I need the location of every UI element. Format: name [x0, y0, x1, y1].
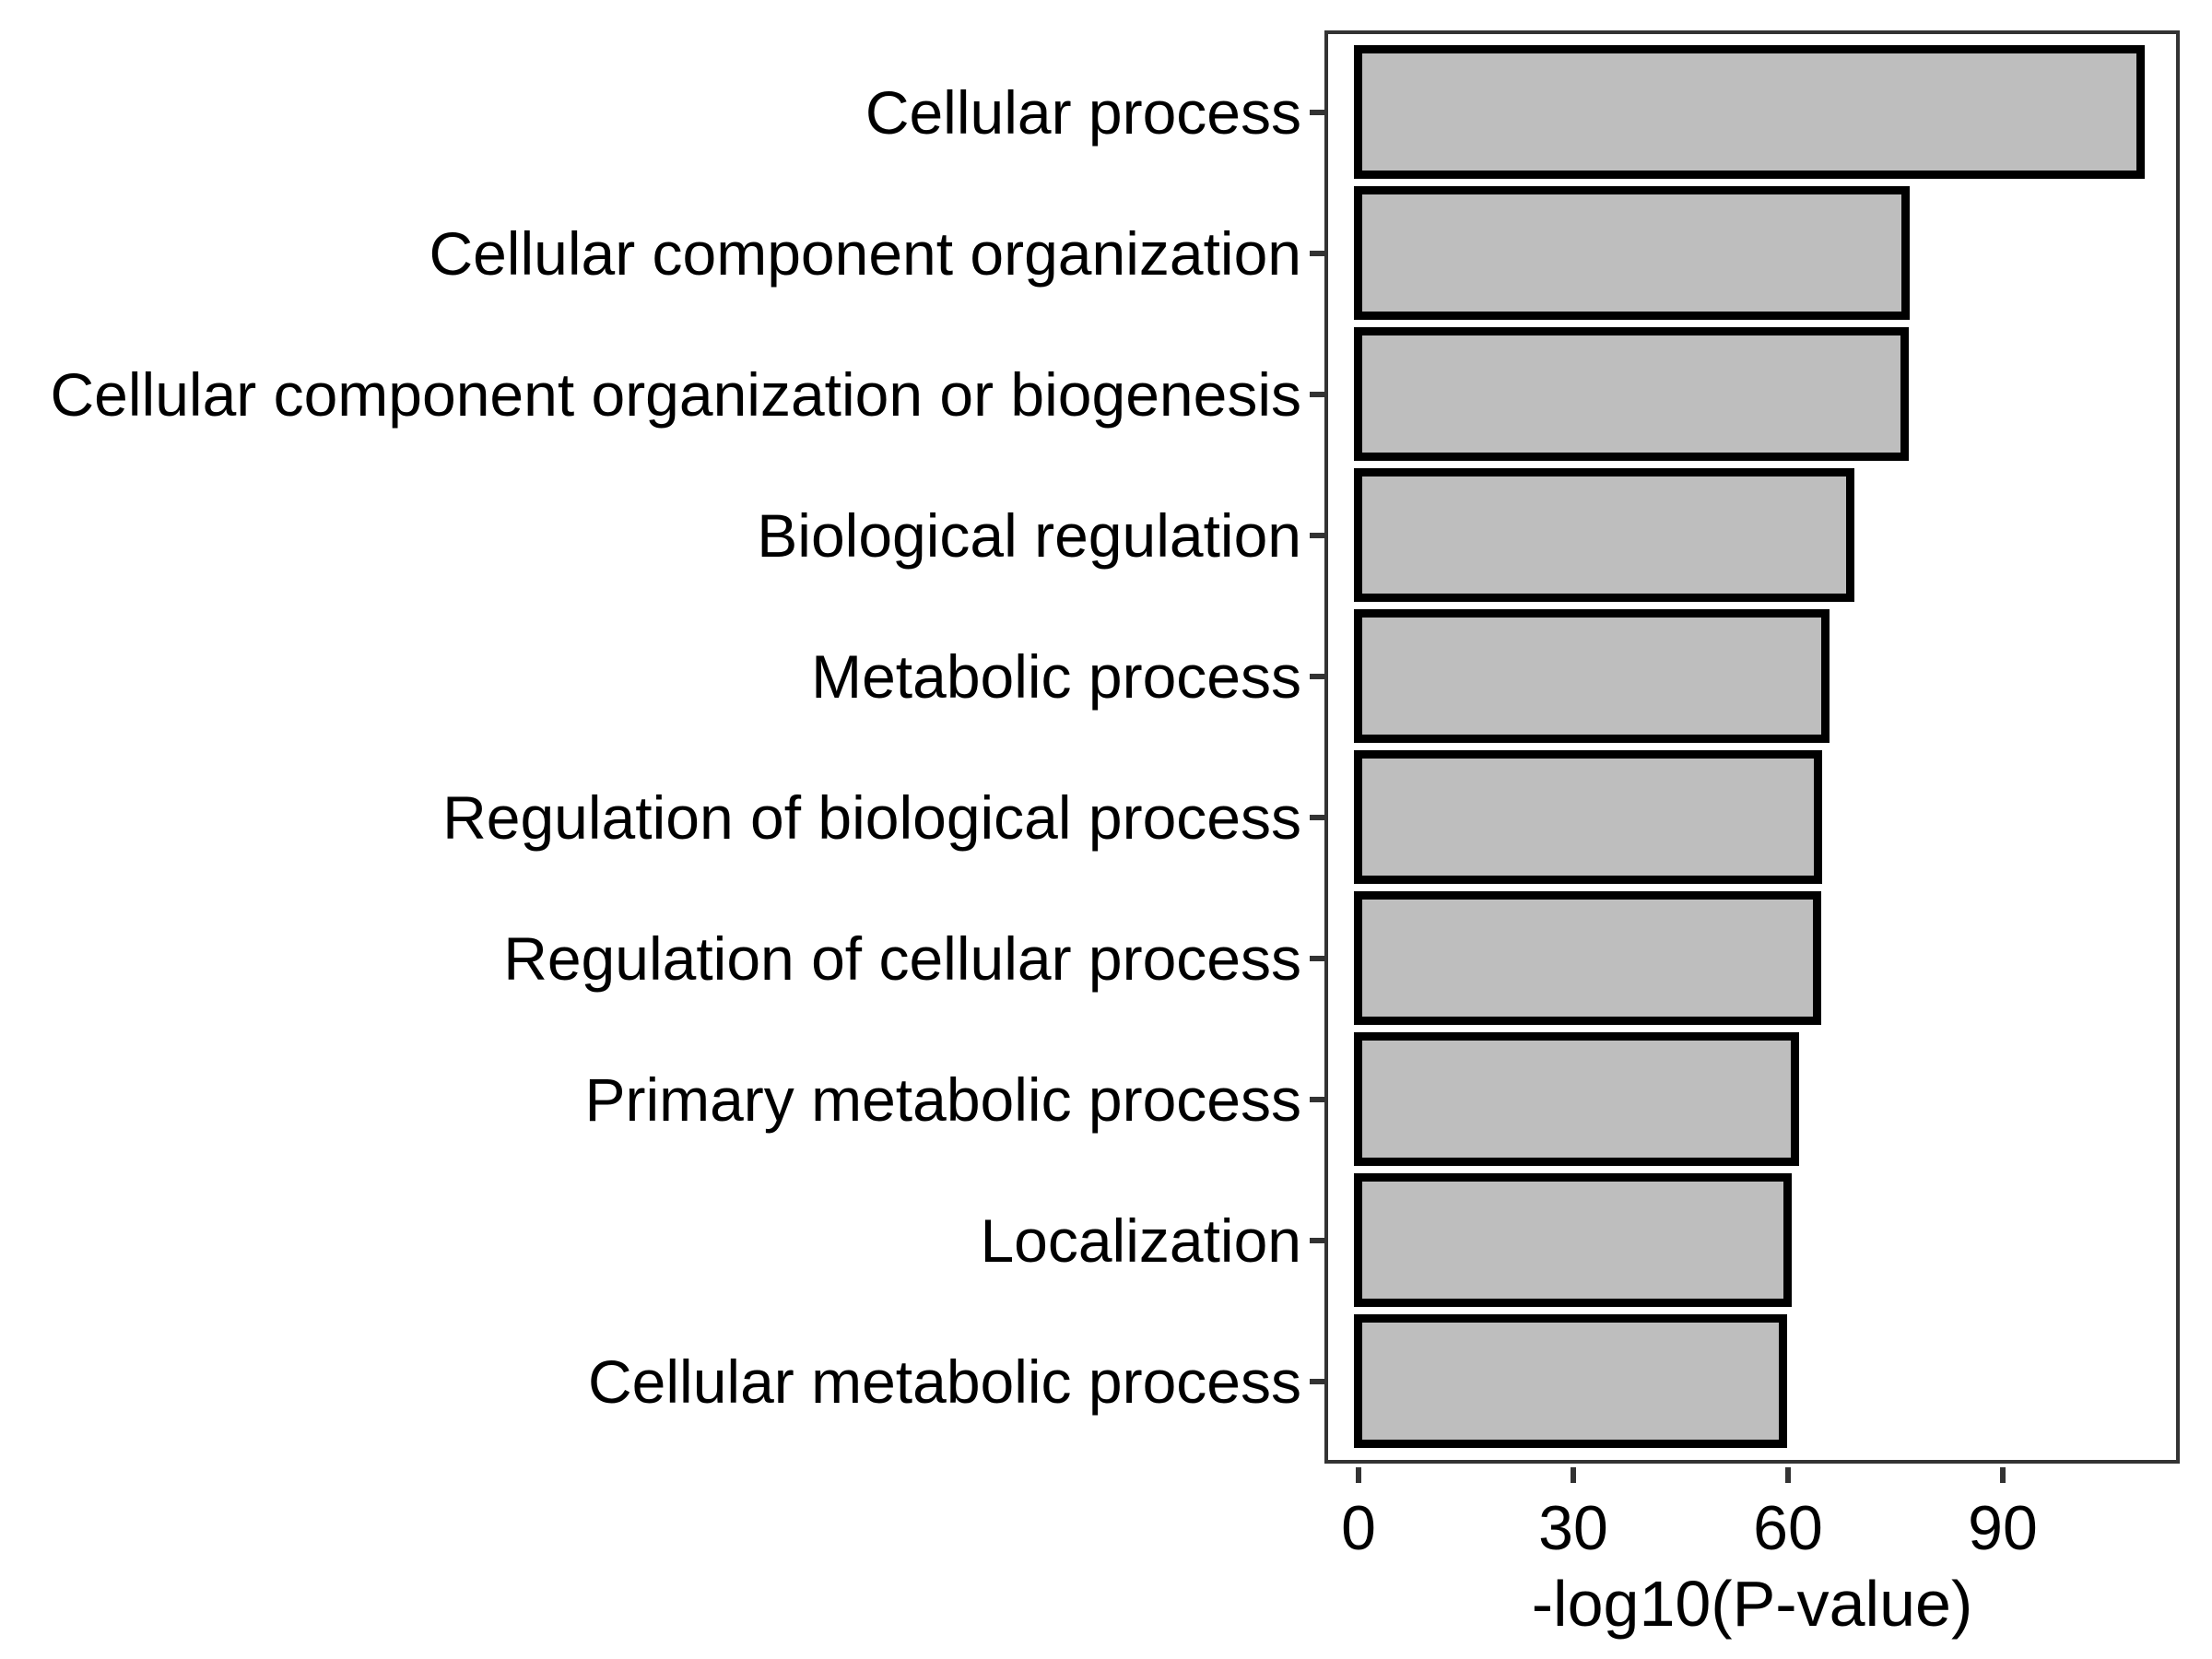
category-label: Cellular component organization: [429, 219, 1301, 288]
y-axis-tick: [1310, 251, 1324, 256]
bar: [1354, 186, 1910, 320]
bar: [1354, 45, 2145, 179]
x-axis-tick: [2000, 1467, 2006, 1483]
y-axis-tick: [1310, 956, 1324, 961]
bar: [1354, 609, 1830, 743]
plot-panel: [1324, 30, 2180, 1464]
category-label: Regulation of cellular process: [503, 924, 1301, 993]
y-axis-tick: [1310, 1238, 1324, 1243]
category-label: Cellular metabolic process: [588, 1347, 1301, 1416]
bar: [1354, 1314, 1787, 1448]
y-axis-tick: [1310, 815, 1324, 820]
x-axis-tick: [1785, 1467, 1791, 1483]
category-label: Cellular process: [865, 78, 1301, 147]
bar: [1354, 468, 1854, 602]
bar: [1354, 1173, 1792, 1307]
x-tick-label: 60: [1753, 1493, 1823, 1563]
category-label: Metabolic process: [811, 642, 1301, 711]
category-label: Biological regulation: [757, 501, 1301, 570]
bar: [1354, 327, 1909, 461]
bar: [1354, 1032, 1799, 1166]
bar: [1354, 750, 1822, 884]
x-tick-label: 0: [1341, 1493, 1376, 1563]
x-axis-tick: [1571, 1467, 1576, 1483]
x-axis-title: -log10(P-value): [1531, 1568, 1973, 1640]
y-axis-tick: [1310, 533, 1324, 538]
bar: [1354, 891, 1821, 1025]
x-tick-label: 30: [1538, 1493, 1608, 1563]
y-axis-tick: [1310, 392, 1324, 397]
y-axis-tick: [1310, 1379, 1324, 1384]
category-label: Primary metabolic process: [584, 1065, 1301, 1134]
y-axis-tick: [1310, 1097, 1324, 1102]
category-label: Localization: [980, 1206, 1301, 1275]
category-label: Cellular component organization or bioge…: [50, 360, 1301, 429]
x-tick-label: 90: [1968, 1493, 2038, 1563]
y-axis-tick: [1310, 110, 1324, 115]
x-axis-tick: [1356, 1467, 1361, 1483]
category-label: Regulation of biological process: [442, 783, 1301, 852]
y-axis-tick: [1310, 674, 1324, 679]
